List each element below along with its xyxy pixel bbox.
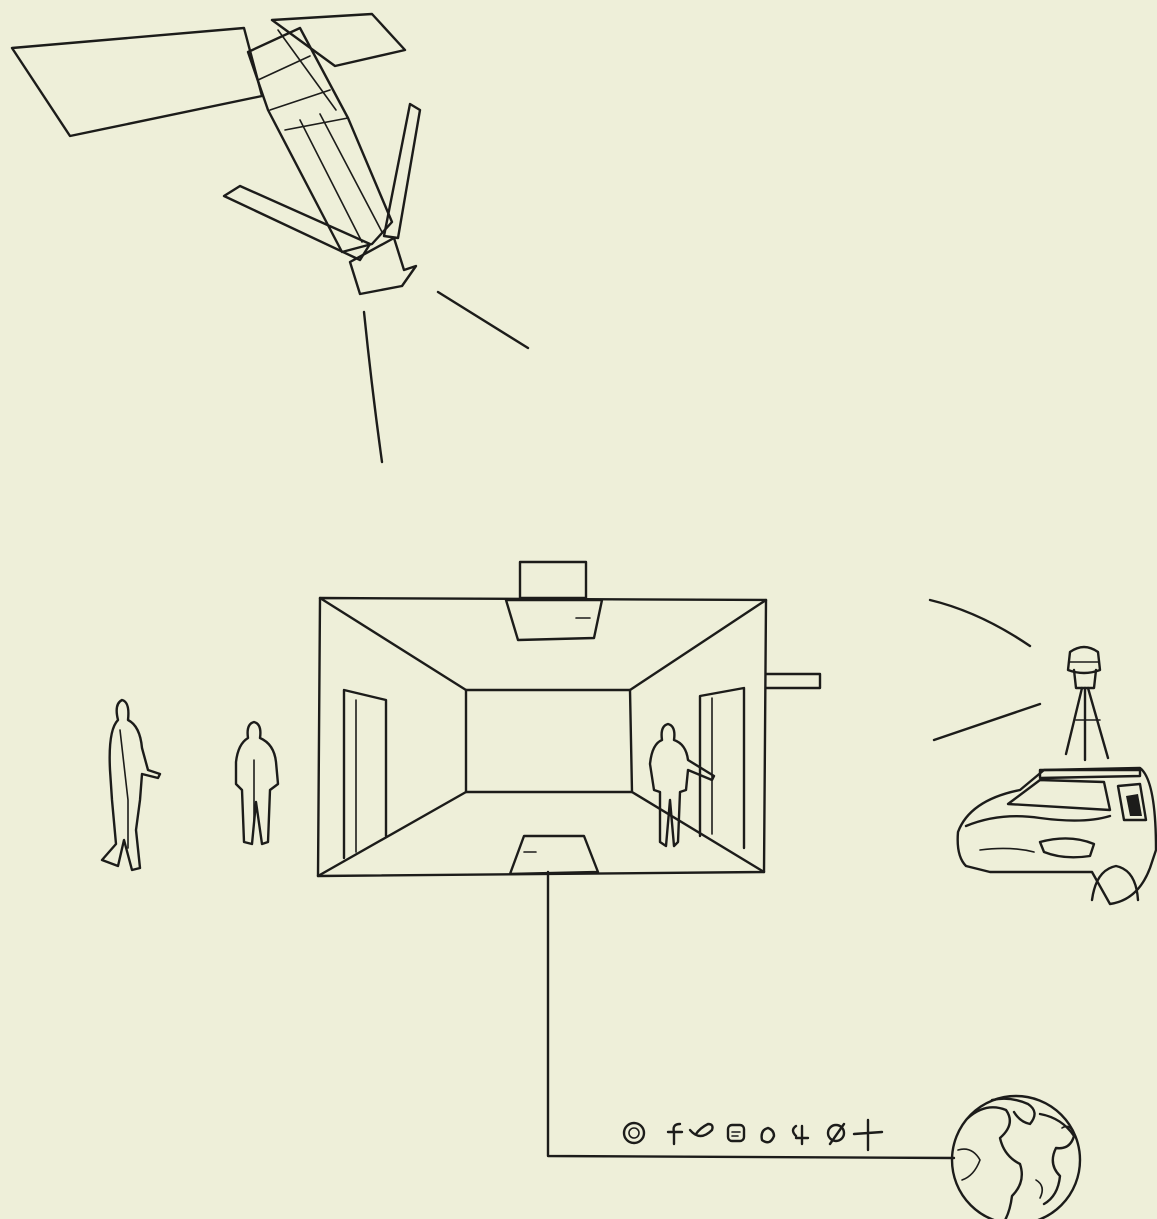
network-cable — [546, 870, 956, 1160]
car-camera-head — [1066, 645, 1102, 675]
satellite — [10, 12, 422, 296]
car-wheel — [1090, 864, 1140, 902]
satellite-signal-diagonal — [436, 290, 530, 350]
car-camera-mast — [1064, 686, 1110, 762]
car-signal-lower — [932, 702, 1042, 742]
people-figures — [100, 698, 280, 872]
satellite-body — [246, 26, 394, 254]
car-windshield — [1006, 778, 1112, 812]
globe-outline — [950, 1094, 1082, 1219]
signal-lines — [362, 290, 1042, 742]
car-signal-upper — [928, 598, 1032, 648]
room-back-wall — [464, 688, 634, 794]
flickr-icon — [760, 1126, 776, 1144]
cable-line — [546, 870, 956, 1160]
person-walking — [100, 698, 162, 872]
street-view-car — [956, 645, 1157, 906]
satellite-solar-panel-right — [270, 12, 407, 68]
pinterest-icon — [826, 1122, 846, 1146]
social-media-icons — [622, 1118, 884, 1152]
room-perspective — [316, 560, 822, 878]
globe-continent-north — [990, 1097, 1036, 1126]
room-right-door — [698, 686, 746, 850]
ceiling-projector-box — [518, 560, 588, 600]
car-body — [956, 766, 1157, 906]
room-side-arm — [764, 672, 822, 690]
car-headlight — [1038, 837, 1096, 859]
person-standing — [234, 720, 280, 846]
satellite-solar-panel-left — [10, 26, 264, 138]
satellite-signal-down — [362, 310, 384, 464]
room-left-door — [342, 688, 388, 860]
facebook-icon — [666, 1122, 684, 1146]
blogger-icon — [726, 1123, 746, 1143]
copyright-icon — [622, 1121, 646, 1145]
person-inside-room — [648, 722, 716, 848]
satellite-antenna — [382, 102, 422, 240]
satellite-boom — [222, 184, 372, 262]
twitter-icon — [688, 1122, 714, 1138]
ceiling-screen — [504, 598, 604, 642]
globe — [950, 1094, 1082, 1219]
globe-continent-americas — [966, 1106, 1023, 1219]
floor-screen — [508, 834, 600, 876]
plus-sign-icon — [852, 1118, 884, 1152]
satellite-camera — [348, 236, 418, 296]
google-plus-icon — [791, 1124, 810, 1146]
